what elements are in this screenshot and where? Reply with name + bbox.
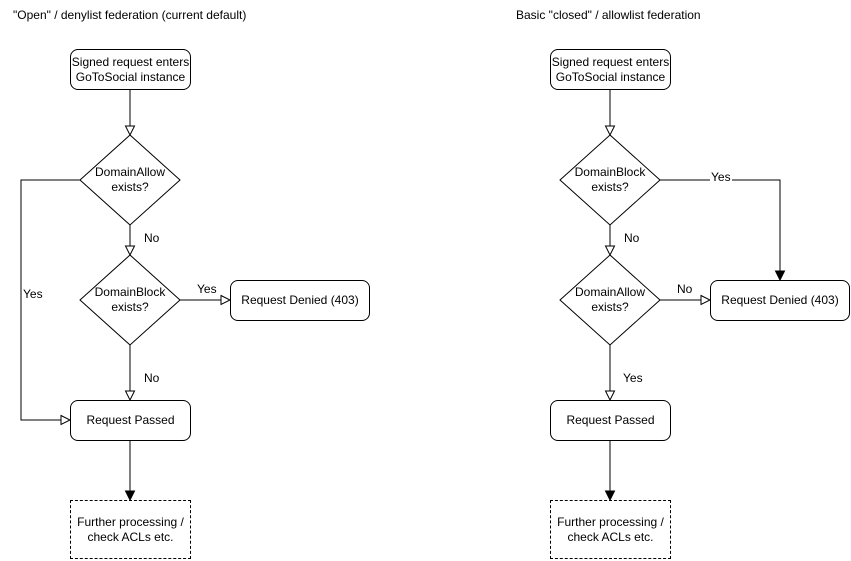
right-denied-node: Request Denied (403) — [710, 280, 850, 321]
right-label-allow-yes: Yes — [622, 371, 644, 385]
left-label-allow-yes: Yes — [22, 287, 44, 301]
right-label-allow-no: No — [676, 282, 694, 296]
left-passed-node: Request Passed — [70, 400, 191, 441]
left-edge-allow-yes-to-passed — [20, 179, 80, 426]
left-label-allow-no: No — [143, 231, 161, 245]
right-decision-domainblock-shape — [559, 134, 661, 226]
right-decision-domainallow-shape — [559, 254, 661, 346]
right-further-node: Further processing / check ACLs etc. — [550, 500, 671, 559]
left-decision-domainallow-shape — [79, 134, 181, 226]
right-start-node: Signed request enters GoToSocial instanc… — [550, 49, 671, 90]
left-denied-node: Request Denied (403) — [230, 280, 370, 321]
right-chart-title: Basic "closed" / allowlist federation — [516, 8, 701, 22]
right-passed-node: Request Passed — [550, 400, 671, 441]
left-label-block-no: No — [143, 371, 161, 385]
right-edge-block-yes-to-denied — [660, 179, 786, 282]
left-decision-domainblock-shape — [79, 254, 181, 346]
right-label-block-no: No — [623, 231, 641, 245]
left-label-block-yes: Yes — [196, 282, 218, 296]
right-label-block-yes: Yes — [710, 170, 732, 184]
left-further-node: Further processing / check ACLs etc. — [70, 500, 191, 559]
left-start-node: Signed request enters GoToSocial instanc… — [70, 49, 191, 90]
left-chart-title: "Open" / denylist federation (current de… — [13, 8, 247, 22]
